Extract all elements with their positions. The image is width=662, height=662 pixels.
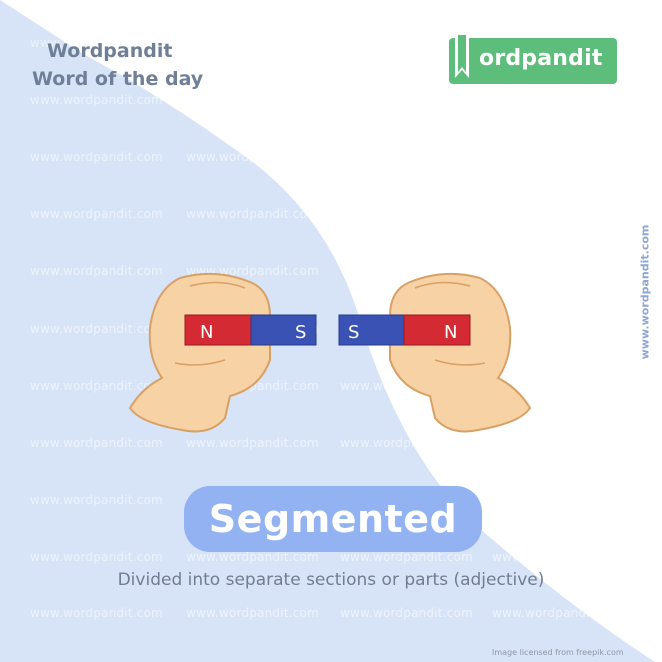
bookmark-w-icon	[455, 32, 469, 78]
word-of-day-pill: Segmented	[184, 486, 482, 552]
left-magnet: N S	[184, 314, 317, 346]
logo-text: ordpandit	[479, 46, 603, 71]
word-of-day: Segmented	[208, 497, 458, 541]
brand-title: Wordpandit	[47, 40, 173, 62]
side-watermark-url: www.wordpandit.com	[638, 224, 652, 360]
svg-text:S: S	[295, 322, 306, 343]
word-definition: Divided into separate sections or parts …	[117, 570, 545, 590]
page-subtitle: Word of the day	[32, 68, 204, 90]
svg-text:N: N	[444, 322, 457, 343]
left-hand-icon	[128, 272, 271, 433]
image-credit: Image licensed from freepik.com	[492, 648, 624, 657]
svg-text:N: N	[200, 322, 213, 343]
right-hand-icon	[389, 272, 532, 433]
right-magnet: S N	[338, 314, 471, 346]
magnets-illustration: N S S N	[128, 272, 532, 433]
svg-text:S: S	[348, 322, 359, 343]
wordpandit-logo[interactable]: ordpandit	[449, 32, 617, 84]
